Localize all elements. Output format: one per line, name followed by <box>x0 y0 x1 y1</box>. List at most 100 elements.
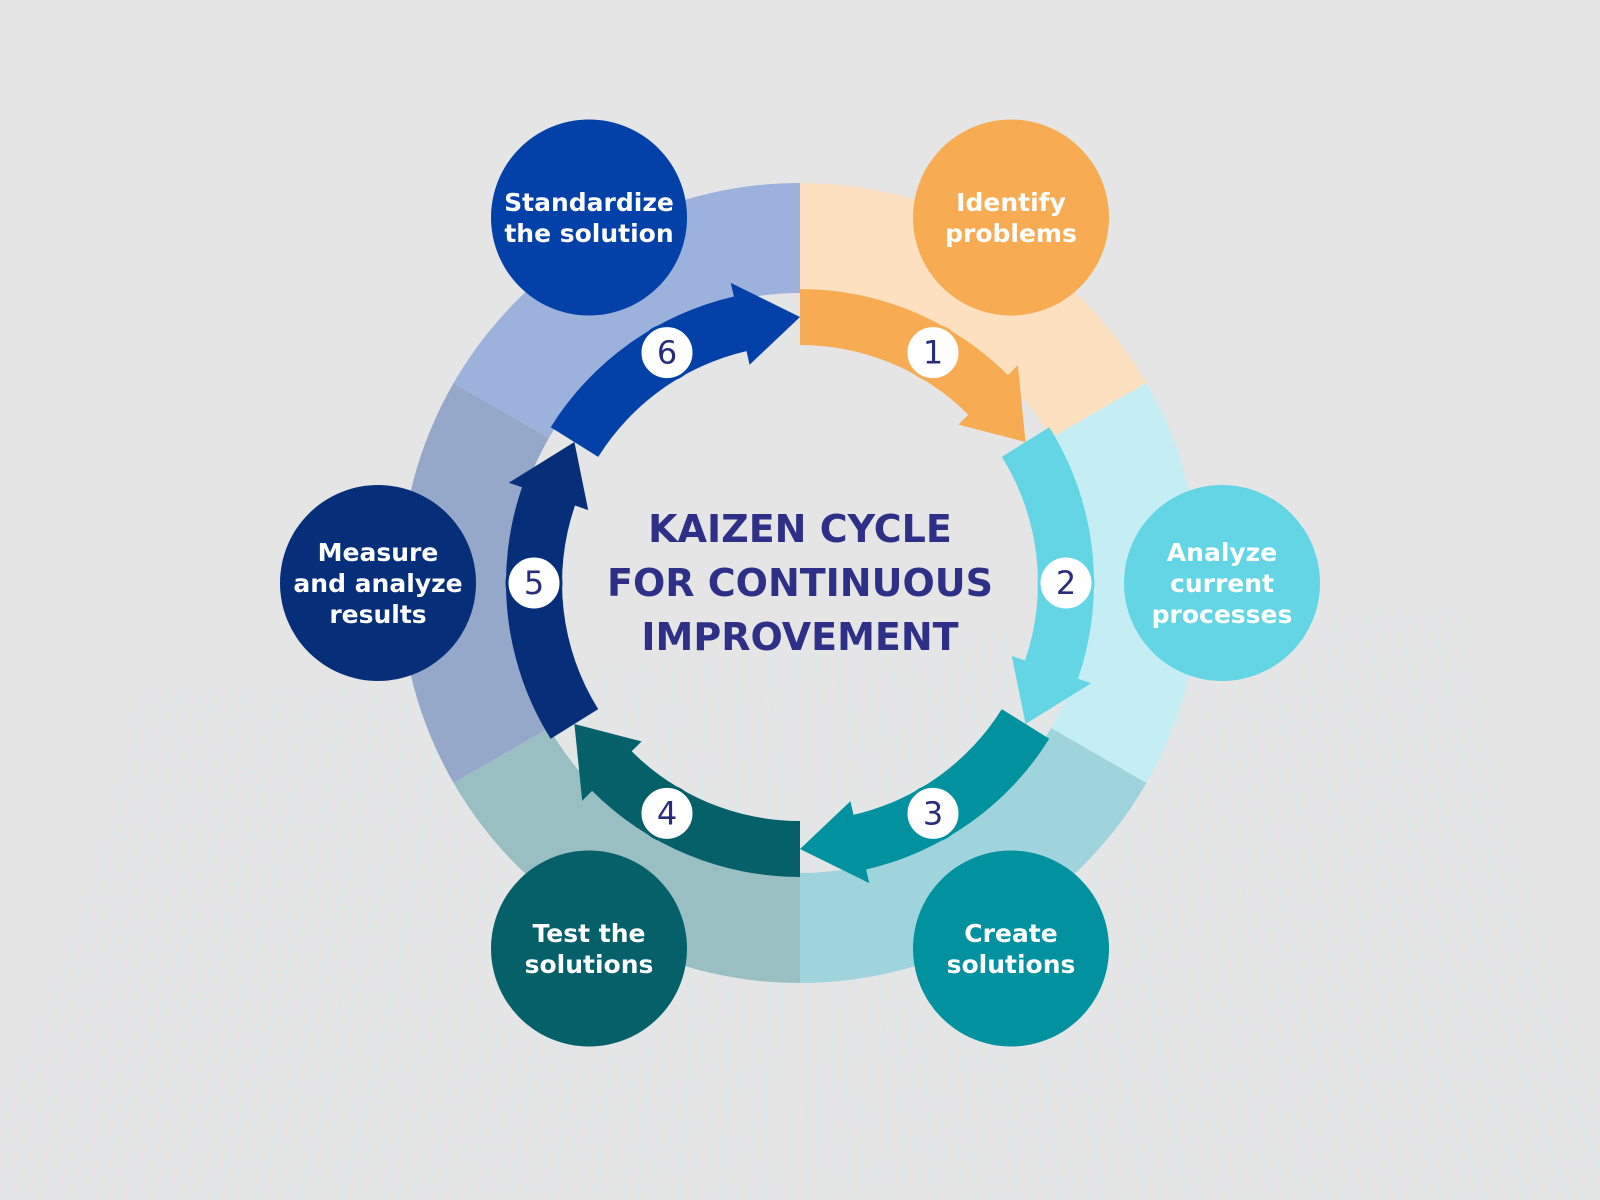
background-streak-line <box>1454 609 1600 1101</box>
step-number-3: 3 <box>923 794 943 832</box>
title-line-3: IMPROVEMENT <box>641 615 958 659</box>
stage-label-line: Test the <box>533 919 646 948</box>
step-badge-5 <box>505 554 563 612</box>
background-streak-line <box>157 687 300 1200</box>
background-streak-line <box>213 685 344 1200</box>
stage-label-line: problems <box>945 219 1077 248</box>
background-streak-line <box>1201 617 1316 1200</box>
background-streak-line <box>86 688 245 1200</box>
stage-circle-4 <box>491 850 687 1047</box>
diagram-title: KAIZEN CYCLE FOR CONTINUOUS IMPROVEMENT <box>607 507 993 659</box>
background-streak-line <box>44 689 212 1200</box>
stage-circle-5 <box>280 485 476 681</box>
background-streak-line <box>326 680 432 1200</box>
background-streak-line <box>199 685 333 1200</box>
step-badge-6 <box>638 324 696 382</box>
stage-label-line: Standardize <box>504 188 674 217</box>
title-line-1: KAIZEN CYCLE <box>648 507 952 551</box>
background-streak-line <box>1355 611 1514 1200</box>
background-streak-line <box>0 689 168 1178</box>
background-streak-line <box>1322 611 1471 1200</box>
background-streak-line <box>0 689 146 1122</box>
background-streak-line <box>185 686 322 1200</box>
background-streak-line <box>1333 611 1486 1200</box>
stage-label-line: results <box>329 600 426 629</box>
stage-label-line: solutions <box>947 950 1076 979</box>
background-streak-line <box>1212 616 1330 1200</box>
stage-label-line: current <box>1170 569 1274 598</box>
outer-band-3 <box>800 728 1147 983</box>
background-streak-line <box>1300 612 1444 1200</box>
step-number-5: 5 <box>524 564 544 602</box>
background-streak-line <box>143 687 289 1200</box>
stage-label-line: and analyze <box>293 569 462 598</box>
background-streak-line <box>242 684 366 1200</box>
background-streak-line <box>114 688 267 1200</box>
background-streak-line <box>0 689 157 1150</box>
background-streak-line <box>1344 611 1500 1200</box>
stage-label-line: the solution <box>504 219 673 248</box>
background-streak-line <box>1366 610 1528 1200</box>
title-line-2: FOR CONTINUOUS <box>607 561 993 605</box>
step-number-4: 4 <box>657 794 677 832</box>
step-number-2: 2 <box>1056 564 1076 602</box>
outer-band-4 <box>453 728 800 983</box>
step-badge-4 <box>638 784 696 842</box>
background-streak-line <box>1245 614 1373 1200</box>
outer-band-1 <box>800 183 1147 438</box>
background-streak-line <box>227 685 355 1200</box>
background-streak-line <box>1311 612 1457 1200</box>
background-streak-line <box>128 687 278 1200</box>
background-streak-line <box>1168 619 1274 1200</box>
stage-circle-1 <box>913 119 1109 316</box>
background-streak-line <box>16 689 190 1200</box>
outer-ring-bands <box>400 183 1200 983</box>
background-streak-line <box>72 689 234 1200</box>
background-streak-line <box>1377 610 1542 1200</box>
background-streak-line <box>1278 613 1415 1200</box>
background-streak-line <box>1179 618 1288 1200</box>
background-streak-line <box>1443 609 1600 1136</box>
background-streak-line <box>30 689 201 1200</box>
background-streak-line <box>1410 610 1584 1200</box>
background-streak-line <box>1190 617 1302 1200</box>
stage-circle-3 <box>913 850 1109 1047</box>
stage-label-line: Create <box>964 919 1057 948</box>
stage-label-line: solutions <box>525 950 654 979</box>
background-streak-line <box>58 689 223 1200</box>
stage-circle-2 <box>1124 485 1320 681</box>
background-streak-line <box>1256 614 1387 1200</box>
stage-label-line: Measure <box>318 538 439 567</box>
background-streak-line <box>1 689 179 1200</box>
step-number-6: 6 <box>657 334 677 372</box>
background-streak-line <box>255 683 377 1200</box>
stage-label-line: Identify <box>956 188 1066 217</box>
background-streak-line <box>298 682 410 1200</box>
step-badge-2 <box>1037 554 1095 612</box>
step-badge-1 <box>904 324 962 382</box>
stage-label-line: Analyze <box>1167 538 1277 567</box>
stage-label-line: processes <box>1152 600 1293 629</box>
background-streak-line <box>1432 609 1600 1172</box>
background-streak-line <box>284 682 399 1200</box>
background-streak-line <box>171 686 311 1200</box>
background-streak-line <box>1267 613 1401 1200</box>
background-streak-line <box>312 681 421 1200</box>
outer-band-6 <box>453 183 800 438</box>
background-streak-line <box>1388 610 1556 1200</box>
background-streak-line <box>270 683 388 1200</box>
background-streak-line <box>1399 610 1571 1200</box>
background-streak-line <box>1421 610 1598 1200</box>
background-streak-line <box>100 688 256 1200</box>
background-streak-line <box>1234 615 1359 1200</box>
